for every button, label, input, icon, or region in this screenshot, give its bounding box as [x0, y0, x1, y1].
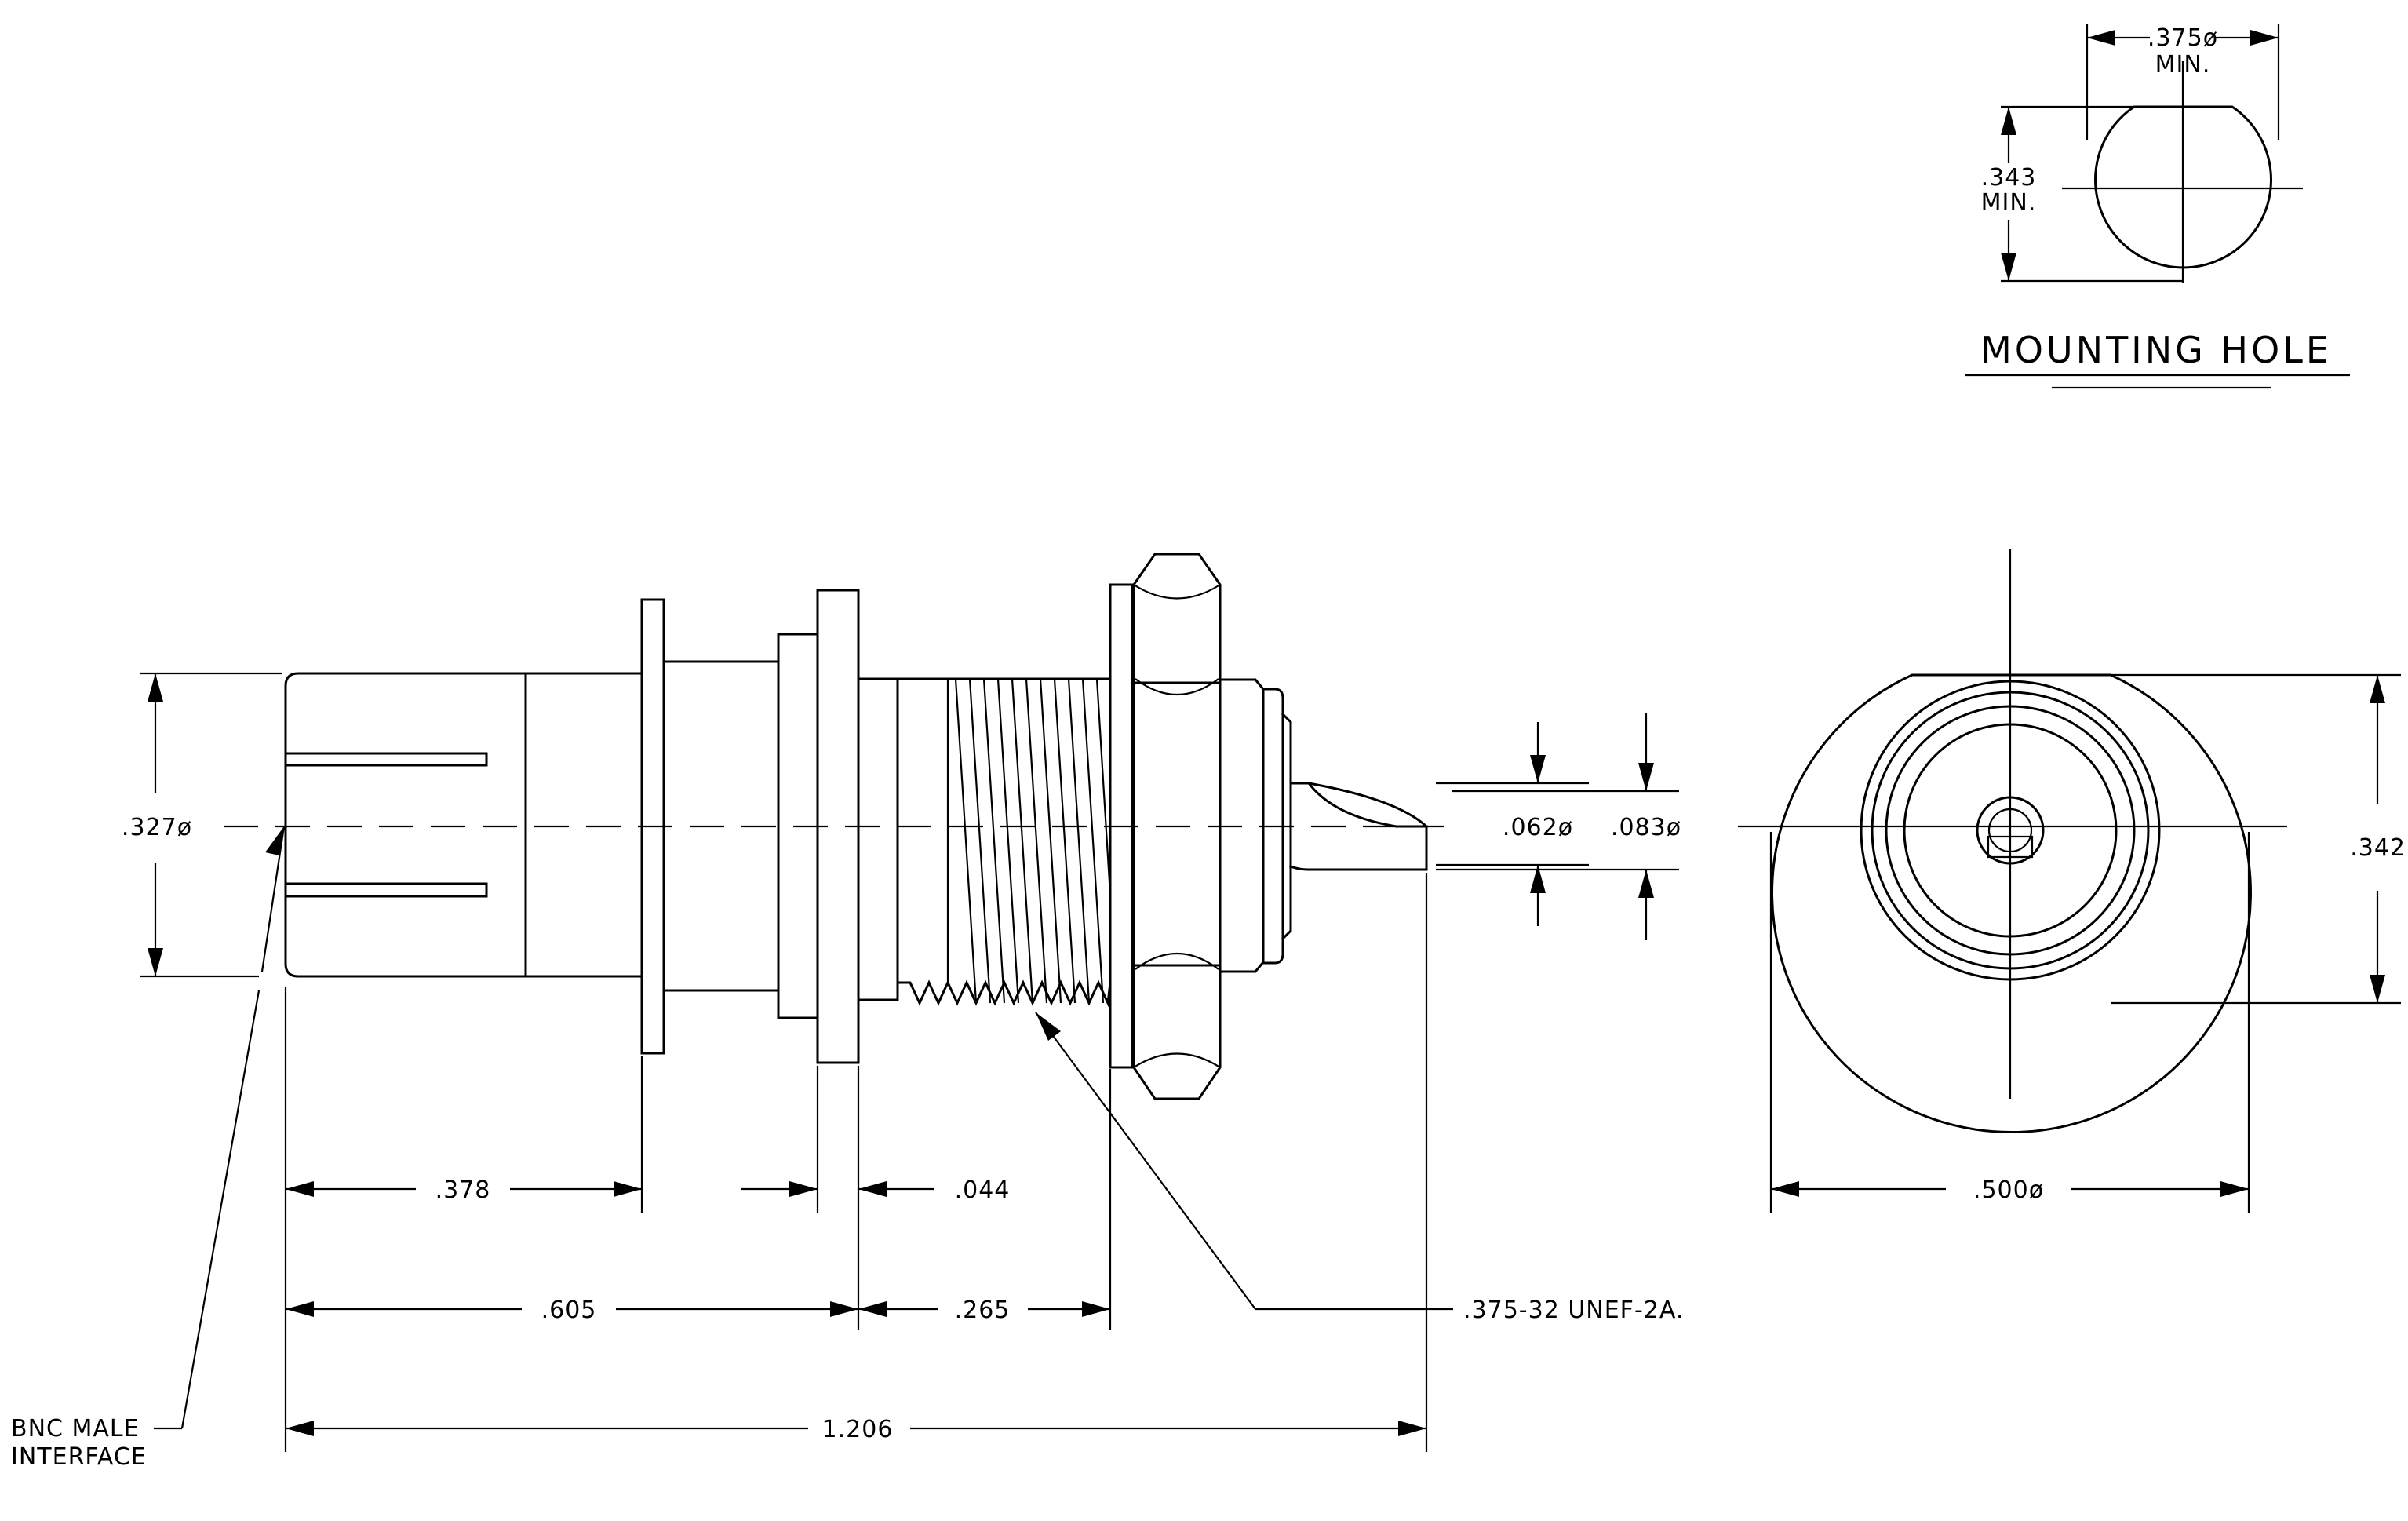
- arrowhead: [858, 1301, 887, 1317]
- thread-callout: .375-32 UNEF-2A.: [1463, 1297, 1684, 1324]
- dim-1206-label: 1.206: [822, 1416, 894, 1443]
- arrowhead: [2087, 30, 2115, 46]
- dim-378-label: .378: [435, 1176, 491, 1204]
- lock-washer: [1109, 583, 1134, 1069]
- bnc-callout-line1: BNC MALE: [11, 1415, 140, 1443]
- front-view: .342 .500ø: [1738, 549, 2406, 1213]
- front-view-outline: [1771, 673, 2252, 1134]
- bnc-callout-line2: INTERFACE: [11, 1443, 147, 1471]
- arrowhead: [1638, 870, 1654, 898]
- arrowhead: [2370, 675, 2385, 703]
- bayonet-slot-lower: [284, 882, 488, 898]
- arrowhead: [265, 826, 284, 855]
- arrowhead: [286, 1301, 314, 1317]
- dim-375-label: .375ø: [2148, 24, 2218, 52]
- dim-044-label: .044: [955, 1176, 1011, 1204]
- mounting-hole-title: MOUNTING HOLE: [1980, 329, 2332, 371]
- bnc-leader: [180, 990, 260, 1429]
- arrowhead: [1771, 1181, 1799, 1197]
- arrowhead: [2250, 30, 2279, 46]
- neck-2: [857, 677, 899, 1001]
- dim-343-label: .343: [1981, 164, 2037, 191]
- thread-leader: [1035, 1012, 1256, 1310]
- rear-body: [1219, 678, 1265, 973]
- dim-375-note: MIN.: [2155, 51, 2211, 78]
- threaded-section: [896, 677, 1112, 1008]
- dim-327-label: .327ø: [122, 814, 192, 841]
- arrowhead: [2001, 253, 2016, 281]
- mounting-hole-view: .375ø MIN. .343 MIN. MOUNTING HOLE: [1965, 24, 2350, 389]
- arrowhead: [1530, 865, 1546, 893]
- dim-500-label: .500ø: [1973, 1176, 2044, 1204]
- dim-343-note: MIN.: [1981, 189, 2037, 217]
- arrowhead: [148, 948, 163, 976]
- arrowhead: [614, 1181, 642, 1197]
- arrowhead: [1530, 755, 1546, 783]
- dim-342-label: .342: [2350, 834, 2406, 862]
- arrowhead: [858, 1181, 887, 1197]
- dim-062-label: .062ø: [1503, 814, 1573, 841]
- bayonet-slot-upper: [284, 752, 488, 767]
- arrowhead: [1638, 763, 1654, 791]
- arrowhead: [830, 1301, 858, 1317]
- arrowhead: [148, 673, 163, 702]
- side-view-dimensions: .327ø .062ø .083ø: [11, 672, 1684, 1471]
- arrowhead: [1082, 1301, 1110, 1317]
- arrowhead: [286, 1181, 314, 1197]
- arrowhead: [2220, 1181, 2249, 1197]
- mounting-hole-outline: [2094, 105, 2272, 269]
- arrowhead: [1398, 1421, 1426, 1436]
- side-view: .327ø .062ø .083ø: [11, 553, 1684, 1471]
- dim-083-label: .083ø: [1611, 814, 1681, 841]
- arrowhead: [2001, 107, 2016, 135]
- dim-605-label: .605: [541, 1297, 597, 1324]
- arrowhead: [1036, 1012, 1061, 1041]
- arrowhead: [2370, 975, 2385, 1003]
- hex-nut: [1132, 553, 1222, 1100]
- arrowhead: [286, 1421, 314, 1436]
- solder-cup: [1289, 781, 1428, 871]
- arrowhead: [789, 1181, 818, 1197]
- dim-265-label: .265: [955, 1297, 1011, 1324]
- bnc-interface-body: [284, 672, 643, 978]
